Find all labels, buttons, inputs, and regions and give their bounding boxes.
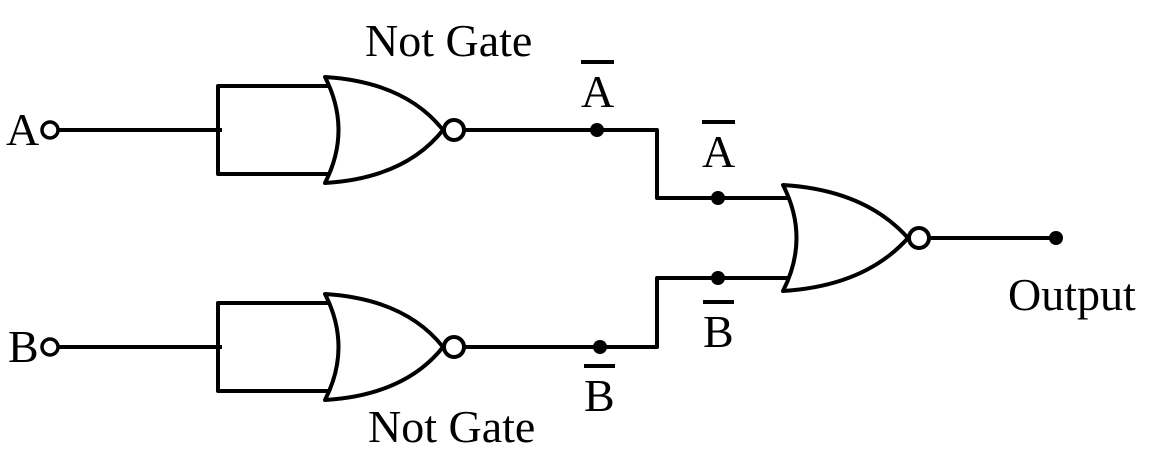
input-terminal-a-circle xyxy=(40,120,60,140)
label-a-bar-nor-input: A xyxy=(702,120,736,175)
not-gate-top-bubble xyxy=(442,118,466,142)
not-gate-top-body xyxy=(323,75,445,185)
not-gate-bottom-body xyxy=(323,292,445,402)
junction-dot-b-bar-1 xyxy=(593,340,607,354)
not-gate-bottom-rect xyxy=(216,301,333,393)
label-input-b: B xyxy=(8,321,39,372)
label-not-gate-bottom: Not Gate xyxy=(368,401,536,452)
label-b-bar-after-not: B xyxy=(584,364,615,419)
output-terminal-dot xyxy=(1049,231,1063,245)
label-output: Output xyxy=(1008,269,1136,320)
input-terminal-b-circle xyxy=(40,337,60,357)
junction-dot-b-bar-2 xyxy=(711,271,725,285)
wire-b-bar xyxy=(464,276,790,349)
junction-dot-a-bar-1 xyxy=(590,123,604,137)
label-not-gate-top: Not Gate xyxy=(365,15,533,66)
nor-gate-bubble xyxy=(907,226,931,250)
not-gate-top-rect xyxy=(216,84,333,176)
not-gate-bottom-bubble xyxy=(442,335,466,359)
junction-dot-a-bar-2 xyxy=(711,191,725,205)
label-input-a: A xyxy=(6,104,40,155)
wire-a-bar xyxy=(464,128,790,200)
label-a-bar-after-not: A xyxy=(581,60,615,115)
nor-gate-body xyxy=(781,183,910,293)
label-b-bar-nor-input: B xyxy=(703,300,734,355)
